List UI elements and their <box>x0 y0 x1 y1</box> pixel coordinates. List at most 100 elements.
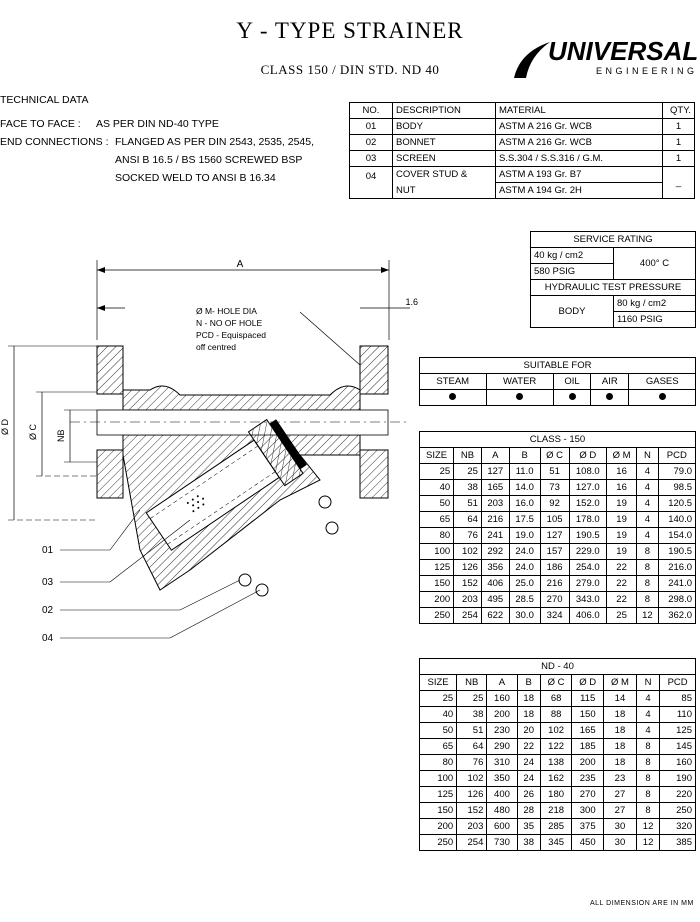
table-cell: 180 <box>539 786 573 803</box>
table-cell: 88 <box>539 706 573 723</box>
table-cell: 8 <box>636 591 659 608</box>
table-cell: 185 <box>571 738 604 755</box>
parts-row: NUT ASTM A 194 Gr. 2H <box>350 182 695 199</box>
table-cell: 28.5 <box>508 591 541 608</box>
table-cell: 178.0 <box>568 511 607 528</box>
table-cell: 127 <box>539 527 570 544</box>
part-no: 02 <box>349 134 393 151</box>
note-pcd: PCD - Equispaced <box>196 330 266 340</box>
table-cell: 279.0 <box>568 575 607 592</box>
table-cell: 4 <box>636 479 659 496</box>
table-cell: 216 <box>480 511 510 528</box>
table-cell: 298.0 <box>657 591 697 608</box>
table-cell: 126 <box>456 786 488 803</box>
table-cell: 120.5 <box>657 495 697 512</box>
page-subtitle: CLASS 150 / DIN STD. ND 40 <box>260 62 440 77</box>
part-material: ASTM A 216 Gr. WCB <box>495 134 663 151</box>
service-rating-heading: SERVICE RATING <box>530 231 696 248</box>
col-header: N <box>636 447 659 464</box>
table-cell: 27 <box>602 786 637 803</box>
col-header: N <box>635 674 661 691</box>
table-cell: 203 <box>453 591 482 608</box>
table-cell: 125 <box>418 786 458 803</box>
table-cell: 22 <box>605 559 638 576</box>
table-cell: 51 <box>456 722 488 739</box>
table-cell: 362.0 <box>657 607 697 624</box>
table-cell: 23 <box>602 770 637 787</box>
part-material: ASTM A 216 Gr. WCB <box>495 118 663 135</box>
table-cell: 102 <box>453 543 482 560</box>
table-cell: 26 <box>516 786 541 803</box>
table-cell: 25 <box>456 690 488 707</box>
table-cell: 165 <box>480 479 510 496</box>
table-cell: 19 <box>605 495 638 512</box>
table-cell: 292 <box>480 543 510 560</box>
table-cell: 254 <box>453 607 482 624</box>
parts-row: 03 SCREEN S.S.304 / S.S.316 / G.M. 1 <box>349 150 695 167</box>
class-150-heading: CLASS - 150 <box>419 431 696 448</box>
table-cell: 150 <box>418 575 455 592</box>
table-cell: 25.0 <box>508 575 541 592</box>
col-header: Ø M <box>605 447 638 464</box>
end-connections-label: END CONNECTIONS : <box>0 136 109 148</box>
col-header: B <box>516 674 541 691</box>
table-cell: 22 <box>605 591 638 608</box>
table-cell: 160 <box>659 754 696 771</box>
table-cell: 24.0 <box>508 543 541 560</box>
table-cell: 310 <box>486 754 518 771</box>
end-connections-line2: ANSI B 16.5 / BS 1560 SCREWED BSP <box>115 154 303 166</box>
table-cell: 125 <box>659 722 696 739</box>
dim-nb-label: NB <box>56 429 66 442</box>
suitable-for-table: SUITABLE FOR STEAM WATER OIL AIR GASES <box>419 357 696 406</box>
table-cell: 14.0 <box>508 479 541 496</box>
table-cell: 65 <box>418 511 455 528</box>
suitable-air: AIR <box>590 373 630 390</box>
parts-header-material: MATERIAL <box>495 102 663 119</box>
table-cell: 25 <box>453 463 482 480</box>
col-header: Ø M <box>602 674 637 691</box>
table-cell: 241 <box>480 527 510 544</box>
table-cell: 127.0 <box>568 479 607 496</box>
nd-40-table: ND - 40 SIZE NB A B Ø C Ø D Ø M N PCD 25… <box>418 658 696 851</box>
table-cell: 154.0 <box>657 527 697 544</box>
part-material: S.S.304 / S.S.316 / G.M. <box>495 150 663 167</box>
table-cell: 450 <box>571 834 604 851</box>
table-cell: 64 <box>453 511 482 528</box>
col-header: SIZE <box>418 447 455 464</box>
table-cell: 76 <box>456 754 488 771</box>
parts-row: 04 COVER STUD & ASTM A 193 Gr. B7 _ <box>349 166 695 199</box>
table-cell: 8 <box>635 738 661 755</box>
part-description: BONNET <box>392 134 496 151</box>
table-cell: 290 <box>486 738 518 755</box>
col-header: Ø C <box>539 447 570 464</box>
table-cell: 64 <box>456 738 488 755</box>
col-header: A <box>486 674 518 691</box>
table-cell: 4 <box>636 495 659 512</box>
table-cell: 20 <box>516 722 541 739</box>
callout-03: 03 <box>42 577 54 588</box>
table-cell: 19 <box>605 527 638 544</box>
parts-header-qty: QTY. <box>662 102 695 119</box>
table-cell: 152.0 <box>568 495 607 512</box>
part-description: SCREEN <box>392 150 496 167</box>
table-cell: 102 <box>456 770 488 787</box>
table-cell: 85 <box>659 690 696 707</box>
table-cell: 162 <box>539 770 573 787</box>
table-cell: 30.0 <box>508 607 541 624</box>
table-cell: 73 <box>539 479 570 496</box>
col-header: SIZE <box>418 674 458 691</box>
parts-row: 01 BODY ASTM A 216 Gr. WCB 1 <box>349 118 695 135</box>
table-cell: 24 <box>516 770 541 787</box>
table-cell: 495 <box>480 591 510 608</box>
col-header: NB <box>453 447 482 464</box>
table-cell: 600 <box>486 818 518 835</box>
table-cell: 35 <box>516 818 541 835</box>
table-cell: 105 <box>539 511 570 528</box>
table-cell: 51 <box>453 495 482 512</box>
